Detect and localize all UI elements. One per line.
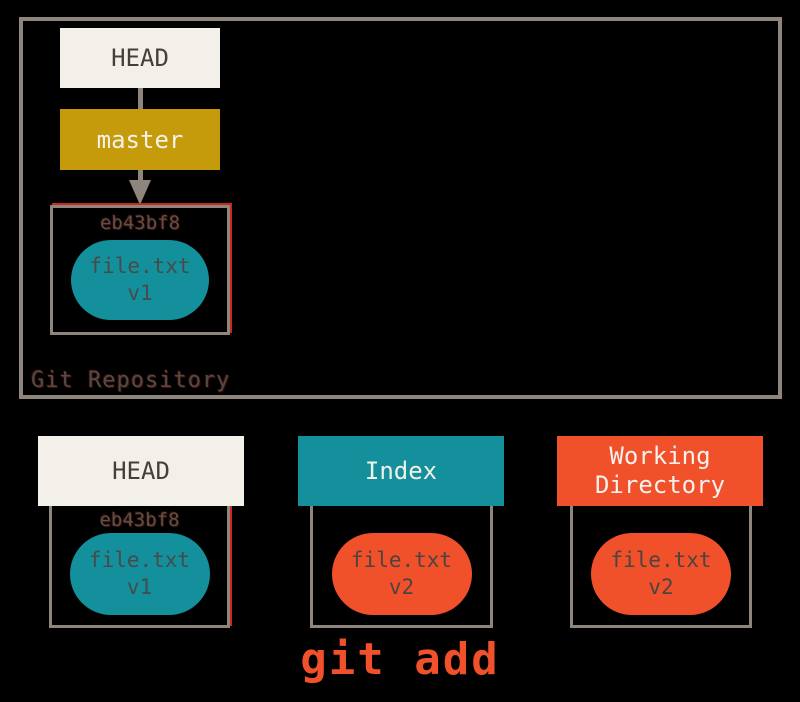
file-blob-v1: file.txt v1 (71, 240, 209, 320)
head-column-title: HEAD (112, 456, 170, 485)
commit-box: eb43bf8 file.txt v1 (50, 205, 230, 335)
file-name: file.txt (88, 547, 191, 572)
head-commit-hash: eb43bf8 (99, 509, 180, 531)
file-name: file.txt (350, 547, 453, 572)
working-directory-column-box: file.txt v2 (570, 496, 752, 628)
index-column-header: Index (298, 436, 504, 506)
git-repository-label: Git Repository (31, 368, 231, 393)
head-ref-box: HEAD (60, 28, 220, 88)
commit-hash: eb43bf8 (99, 212, 181, 234)
arrow-down-icon (129, 180, 151, 205)
index-column-box: file.txt v2 (310, 496, 493, 628)
head-to-master-line (138, 88, 143, 110)
file-version: v2 (648, 575, 674, 599)
index-column-title: Index (364, 456, 438, 485)
file-version: v2 (388, 575, 415, 599)
working-directory-column-header: Working Directory (557, 436, 763, 506)
file-name: file.txt (610, 547, 712, 572)
working-directory-file-blob: file.txt v2 (591, 533, 731, 615)
file-version: v1 (127, 281, 153, 305)
git-repository-box: Git Repository (19, 17, 782, 399)
file-name: file.txt (89, 253, 191, 278)
master-branch-box: master (60, 109, 220, 170)
head-file-blob: file.txt v1 (69, 533, 210, 615)
head-ref-label: HEAD (111, 44, 169, 72)
index-file-blob: file.txt v2 (331, 533, 472, 615)
master-branch-label: master (96, 125, 184, 154)
git-add-command-label: git add (300, 634, 500, 685)
working-directory-column-title: Working Directory (594, 442, 726, 499)
head-column-header: HEAD (38, 436, 244, 506)
file-version: v1 (126, 575, 153, 599)
master-to-commit-line (138, 170, 143, 182)
head-column-box: eb43bf8 file.txt v1 (49, 496, 230, 628)
